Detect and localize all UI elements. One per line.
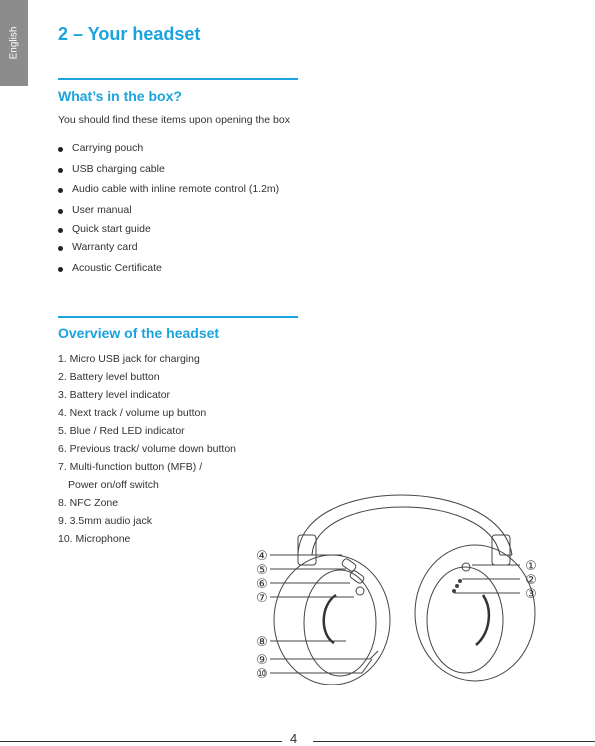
callout-6: ⑥	[256, 577, 268, 592]
callout-10: ⑩	[256, 667, 268, 682]
list-item-continuation: Power on/off switch	[68, 479, 159, 491]
list-item: Audio cable with inline remote control (…	[58, 183, 279, 195]
right-earcup-plate	[426, 566, 504, 674]
page-number: 4	[290, 731, 298, 746]
list-item: 10. Microphone	[58, 533, 131, 545]
list-item: 3. Battery level indicator	[58, 389, 171, 401]
callout-1: ①	[525, 559, 537, 574]
callout-9: ⑨	[256, 653, 268, 668]
overview-part-list: 1. Micro USB jack for charging 2. Batter…	[58, 350, 236, 548]
list-item: User manual	[58, 204, 279, 216]
left-hinge	[297, 534, 317, 566]
list-item: 8. NFC Zone	[58, 497, 119, 509]
callout-2: ②	[525, 573, 537, 588]
callout-8: ⑧	[256, 635, 268, 650]
headband-inner	[311, 506, 501, 556]
left-earcup-outer	[273, 554, 391, 685]
headset-diagram: ④ ⑤ ⑥ ⑦ ⑧ ⑨ ⑩ ① ② ③	[256, 494, 537, 685]
list-item: 9. 3.5mm audio jack	[58, 515, 152, 527]
headband-outer	[297, 494, 513, 556]
box-item-list: Carrying pouch USB charging cable Audio …	[58, 142, 279, 274]
list-item: 7. Multi-function button (MFB) / Power o…	[58, 458, 236, 494]
language-tab: English	[0, 0, 28, 86]
section-rule-box	[58, 78, 298, 80]
list-item: 6. Previous track/ volume down button	[58, 443, 237, 455]
list-item: 2. Battery level button	[58, 371, 160, 383]
list-item: Warranty card	[58, 241, 279, 253]
battery-level-button	[461, 562, 471, 572]
right-earcup-outer	[414, 544, 536, 682]
page-title: 2 – Your headset	[58, 24, 201, 44]
callout-5: ⑤	[256, 563, 268, 578]
box-heading: What’s in the box?	[58, 88, 182, 104]
language-tab-label: English	[8, 26, 20, 60]
footer-rule-left	[0, 741, 282, 742]
next-track-button	[341, 558, 357, 572]
section-rule-overview	[58, 316, 298, 318]
callout-3: ③	[525, 587, 537, 602]
list-item: USB charging cable	[58, 163, 279, 175]
callout-7: ⑦	[256, 591, 268, 606]
list-item: 4. Next track / volume up button	[58, 407, 207, 419]
mfb-button	[355, 586, 365, 596]
list-item: 1. Micro USB jack for charging	[58, 353, 200, 365]
list-item: 5. Blue / Red LED indicator	[58, 425, 185, 437]
previous-track-button	[349, 570, 365, 584]
overview-heading: Overview of the headset	[58, 325, 220, 341]
list-item: Carrying pouch	[58, 142, 279, 154]
footer-rule-right	[313, 741, 595, 742]
list-item-text: 7. Multi-function button (MFB) /	[58, 461, 203, 473]
callout-4: ④	[256, 549, 268, 564]
left-earcup-plate	[303, 569, 377, 677]
box-intro: You should find these items upon opening…	[58, 114, 290, 126]
list-item: Quick start guide	[58, 223, 279, 235]
list-item: Acoustic Certificate	[58, 262, 279, 274]
